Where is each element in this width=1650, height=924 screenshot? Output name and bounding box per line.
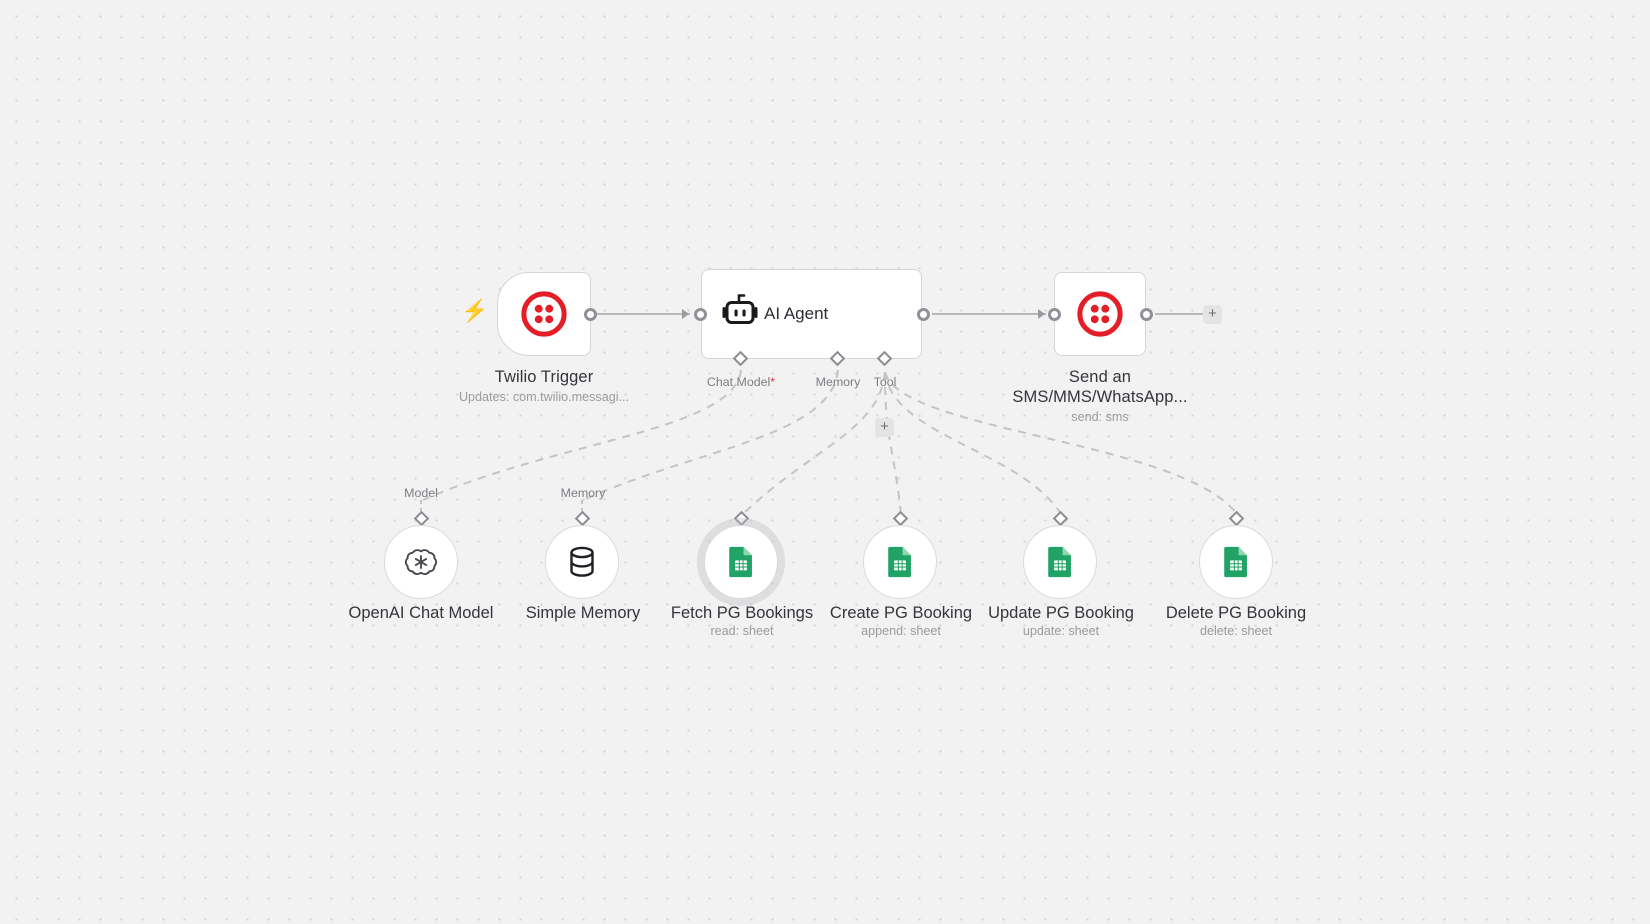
node-subtitle-send-sms: send: sms — [1071, 410, 1129, 424]
subnode-title-simple-memory: Simple Memory — [525, 604, 641, 622]
node-title-send-sms: Send an SMS/MMS/WhatsApp... — [1012, 368, 1188, 406]
ai-agent-output-port[interactable] — [917, 308, 930, 321]
twilio-trigger-output-port[interactable] — [584, 308, 597, 321]
agent-port-label-tool: Tool — [873, 375, 897, 389]
agent-port-label-chat-model: Chat Model* — [706, 375, 776, 389]
subnode-create-pg-booking[interactable] — [863, 525, 937, 599]
google-sheets-icon — [888, 546, 911, 578]
add-next-node-button[interactable]: + — [1203, 305, 1222, 324]
subnode-port-label-memory: Memory — [560, 486, 606, 500]
send-sms-output-port[interactable] — [1140, 308, 1153, 321]
node-title-ai-agent: AI Agent — [764, 304, 829, 323]
edge-arrow-to-agent — [682, 309, 689, 319]
database-icon — [570, 546, 594, 577]
google-sheets-icon — [1224, 546, 1247, 578]
subnode-port-create-pg-booking[interactable] — [892, 510, 909, 527]
send-sms-input-port[interactable] — [1048, 308, 1061, 321]
node-subtitle-twilio-trigger: Updates: com.twilio.messagi... — [458, 390, 630, 404]
subnode-delete-pg-booking[interactable] — [1199, 525, 1273, 599]
twilio-icon — [1077, 291, 1123, 337]
trigger-bolt-icon: ⚡ — [461, 298, 489, 323]
robot-icon — [719, 294, 761, 335]
node-ai-agent[interactable]: AI Agent — [701, 269, 922, 359]
subnode-port-simple-memory[interactable] — [574, 510, 591, 527]
agent-port-label-memory: Memory — [815, 375, 861, 389]
subnode-title-create-pg-booking: Create PG Booking — [829, 604, 973, 622]
subnode-simple-memory[interactable] — [545, 525, 619, 599]
subnode-title-fetch-pg-bookings: Fetch PG Bookings — [670, 604, 814, 622]
google-sheets-icon — [729, 546, 752, 578]
subnode-port-update-pg-booking[interactable] — [1052, 510, 1069, 527]
subnode-subtitle-create-pg-booking: append: sheet — [861, 624, 941, 638]
twilio-icon — [521, 291, 567, 337]
subnode-update-pg-booking[interactable] — [1023, 525, 1097, 599]
edge-arrow-to-sms — [1038, 309, 1045, 319]
subnode-subtitle-update-pg-booking: update: sheet — [1022, 624, 1100, 638]
openai-icon — [404, 549, 438, 576]
subnode-port-fetch-pg-bookings[interactable] — [733, 510, 750, 527]
node-twilio-trigger[interactable] — [497, 272, 591, 356]
subnode-port-openai-chat-model[interactable] — [413, 510, 430, 527]
subnode-title-openai-chat-model: OpenAI Chat Model — [348, 604, 494, 622]
ai-agent-input-port[interactable] — [694, 308, 707, 321]
google-sheets-icon — [1048, 546, 1071, 578]
subnode-port-label-model: Model — [404, 486, 438, 500]
subnode-port-delete-pg-booking[interactable] — [1228, 510, 1245, 527]
subnode-fetch-pg-bookings[interactable] — [704, 525, 778, 599]
node-title-twilio-trigger: Twilio Trigger — [494, 368, 594, 386]
add-tool-button[interactable]: + — [875, 418, 894, 437]
subnode-title-update-pg-booking: Update PG Booking — [988, 604, 1134, 622]
node-send-sms[interactable] — [1054, 272, 1146, 356]
subnode-title-delete-pg-booking: Delete PG Booking — [1165, 604, 1307, 622]
subnode-subtitle-delete-pg-booking: delete: sheet — [1199, 624, 1273, 638]
subnode-subtitle-fetch-pg-bookings: read: sheet — [710, 624, 774, 638]
subnode-openai-chat-model[interactable] — [384, 525, 458, 599]
